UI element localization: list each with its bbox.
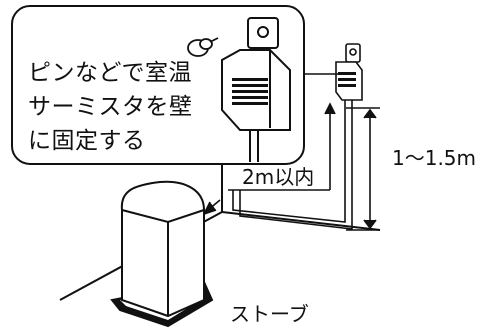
room-lines (59, 160, 381, 301)
callout-line-3: に固定する (28, 128, 146, 154)
height-dimension (346, 107, 380, 231)
callout-line-2: サーミスタを壁 (28, 94, 193, 120)
pin-icon (187, 37, 219, 57)
enlarged-thermistor-icon (221, 17, 291, 162)
wall-thermistor-icon (335, 43, 363, 101)
callout-line-1: ピンなどで室温 (28, 60, 193, 86)
stove-label: ストーブ (230, 302, 309, 326)
stove-icon (110, 180, 214, 328)
height-label: 1～1.5m (392, 146, 477, 170)
distance-label: 2m以内 (240, 165, 317, 189)
callout-bubble (11, 5, 305, 165)
thermistor-cable (232, 92, 353, 230)
